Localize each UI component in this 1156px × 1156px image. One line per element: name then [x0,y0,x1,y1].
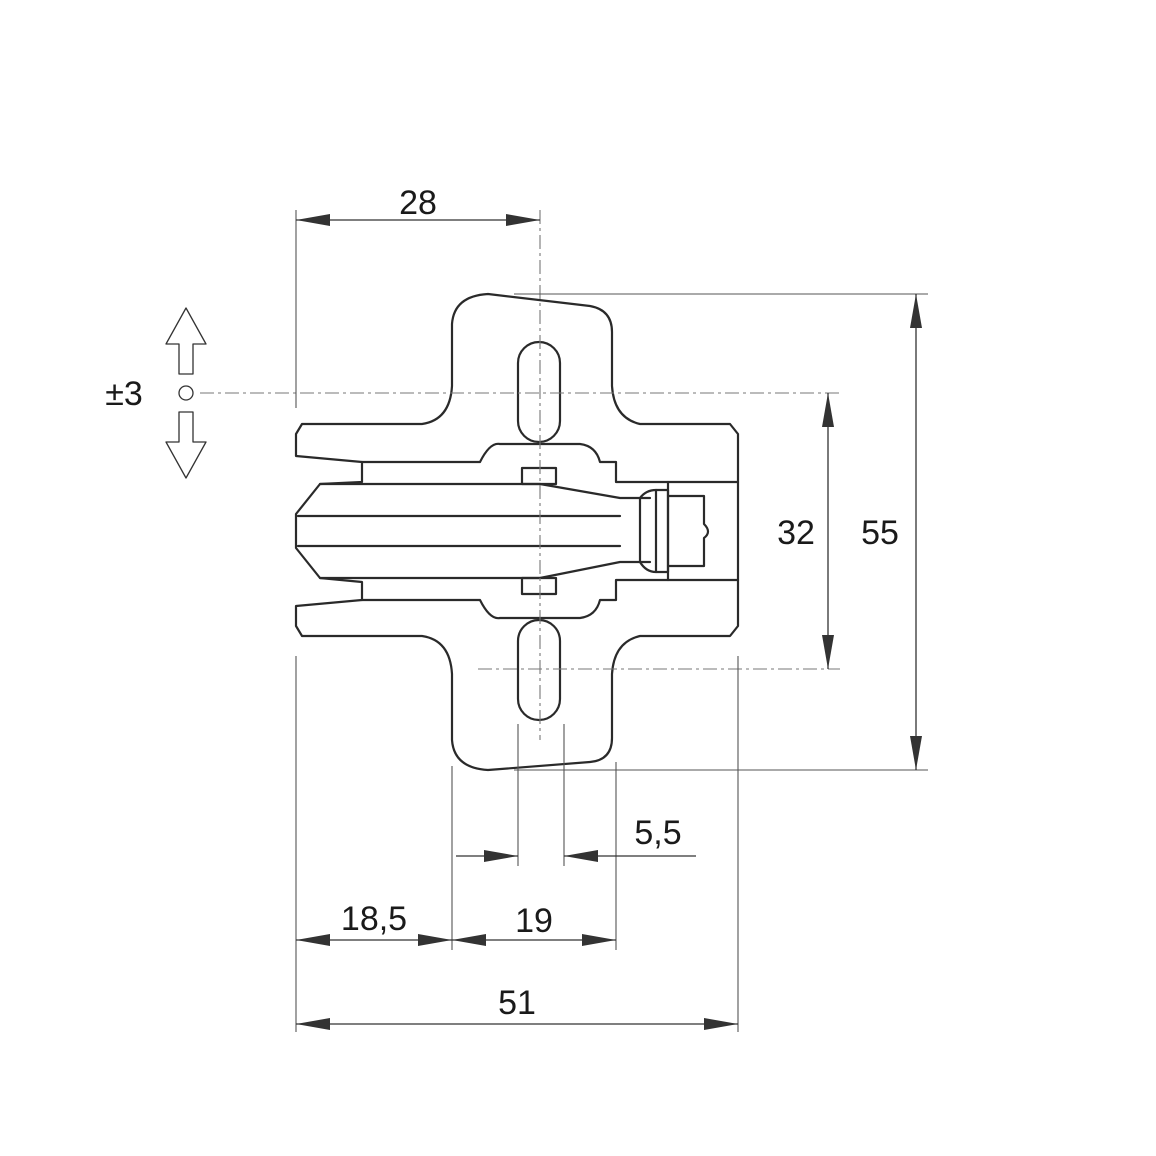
center-lines [200,210,840,740]
dimension-55: 55 [861,294,922,770]
arrow-up-icon [165,307,207,375]
dimension-18-5: 18,5 [296,900,452,946]
dimension-32: 32 [777,393,834,669]
dim-label-5-5: 5,5 [634,814,681,852]
dimension-19: 19 [452,902,616,946]
arrow-down-icon [165,411,207,479]
dim-label-18-5: 18,5 [341,900,407,938]
dim-label-adjustment: ±3 [105,375,143,413]
dim-label-32: 32 [777,514,815,552]
extension-lines [295,210,928,1032]
dim-label-55: 55 [861,514,899,552]
dimension-51: 51 [296,984,738,1030]
dim-label-51: 51 [498,984,536,1022]
pivot-circle-icon [178,385,194,401]
dim-label-19: 19 [515,902,553,940]
dim-label-28: 28 [399,184,437,222]
dimension-5-5: 5,5 [456,814,696,862]
adjustment-indicator: ±3 [105,307,207,479]
dimension-28: 28 [296,184,540,226]
mounting-plate-outline [294,292,740,772]
